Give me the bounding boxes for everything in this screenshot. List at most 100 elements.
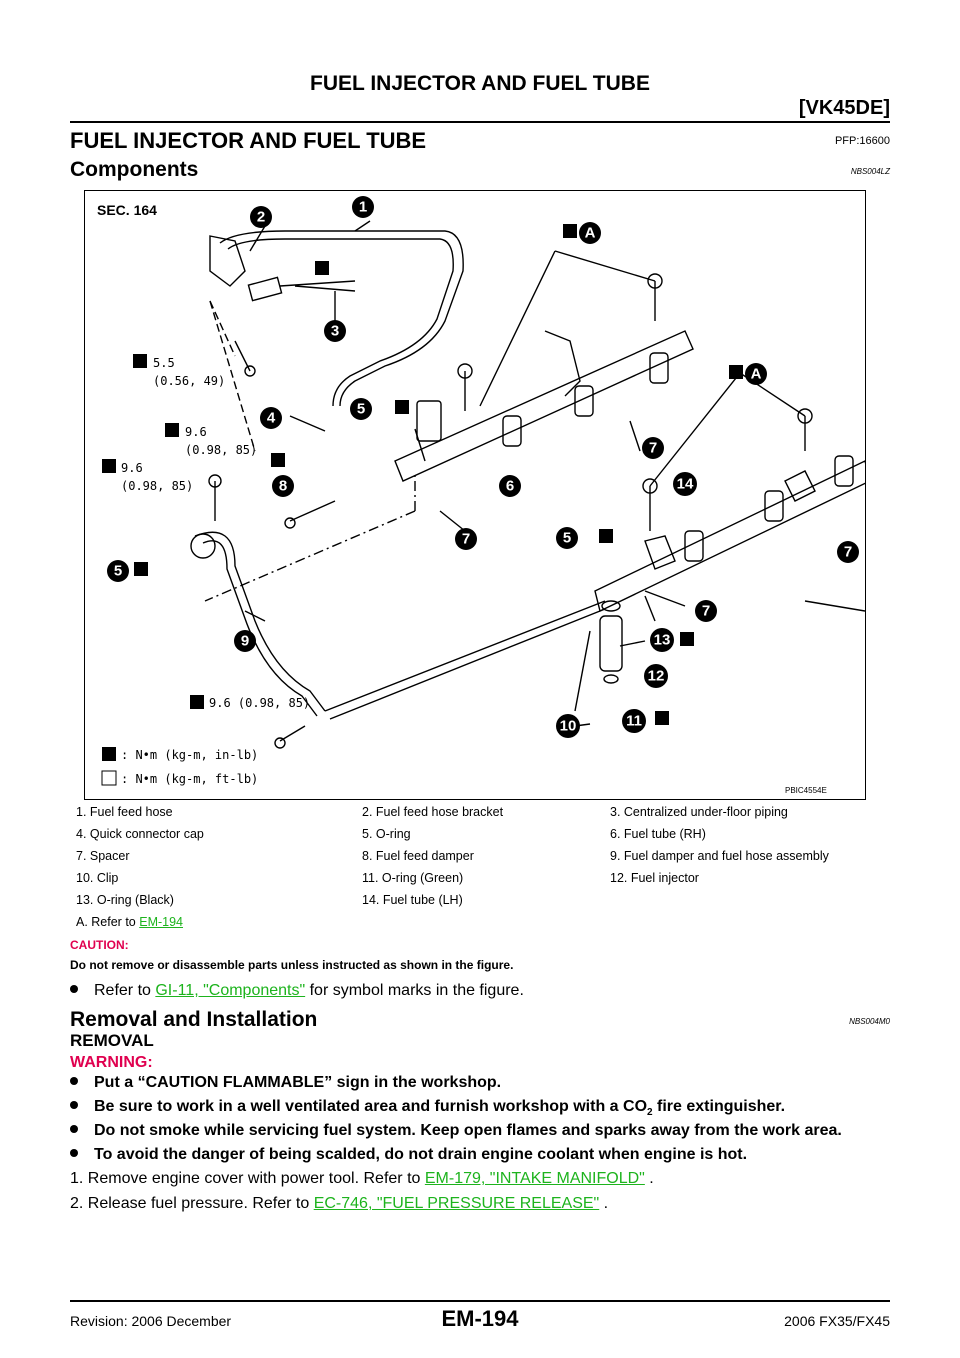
legend-item: 4. Quick connector cap: [76, 827, 204, 841]
svg-text:7: 7: [462, 531, 470, 548]
torque-2b: (0.98, 85): [185, 443, 257, 457]
callout-7d: 7: [695, 600, 717, 622]
callout-7c: 7: [837, 541, 859, 563]
components-heading: Components: [70, 158, 199, 181]
callout-a2: A: [745, 363, 767, 385]
bullet-icon: [70, 1100, 78, 1109]
callout-13: 13: [650, 628, 674, 652]
components-figure: 1 2 3 4 5 5 5 6 7 7 7 7 8 9 10 11 12 13 …: [84, 190, 871, 800]
callout-a1: A: [579, 222, 601, 244]
legend-item: 5. O-ring: [362, 827, 411, 841]
legend-item: 1. Fuel feed hose: [76, 805, 173, 819]
removal-subheading: REMOVAL: [70, 1031, 154, 1050]
svg-text:1: 1: [359, 199, 367, 216]
engine-code: [VK45DE]: [798, 97, 890, 119]
torque-3b: (0.98, 85): [121, 479, 193, 493]
legend-item: 12. Fuel injector: [610, 871, 699, 885]
caution-heading: CAUTION:: [70, 938, 129, 952]
footer-rule: [70, 1300, 890, 1302]
warning-text: Be sure to work in a well ventilated are…: [94, 1098, 648, 1115]
callout-7b: 7: [455, 528, 477, 550]
caution-text: Do not remove or disassemble parts unles…: [70, 958, 514, 972]
warning-item-4: To avoid the danger of being scalded, do…: [70, 1146, 747, 1164]
removal-code: NBS004M0: [849, 1017, 890, 1026]
components-code: NBS004LZ: [850, 167, 890, 176]
step-2: 2. Release fuel pressure. Refer to EC-74…: [70, 1195, 608, 1213]
callout-5c: 5: [107, 560, 129, 582]
em-194-link[interactable]: EM-194: [139, 915, 184, 929]
legend-item: 13. O-ring (Black): [76, 893, 174, 907]
legend-item: 6. Fuel tube (RH): [610, 827, 706, 841]
step-number: 2.: [70, 1195, 84, 1212]
callout-6: 6: [499, 475, 521, 497]
legend-item: 3. Centralized under-floor piping: [610, 805, 788, 819]
callout-5b: 5: [556, 527, 578, 549]
part-callouts: 1 2 3 4 5 5 5 6 7 7 7 7 8 9 10 11 12 13 …: [107, 196, 859, 738]
unit-legend-2: : N•m (kg-m, ft-lb): [121, 772, 258, 786]
legend-item-ref-a: A. Refer to EM-194: [76, 915, 183, 929]
section-title: FUEL INJECTOR AND FUEL TUBE: [70, 128, 427, 153]
legend-item: 11. O-ring (Green): [362, 871, 464, 885]
callout-11: 11: [622, 709, 646, 733]
svg-text:8: 8: [279, 478, 287, 495]
bullet-icon: [70, 1148, 78, 1157]
legend-item: 14. Fuel tube (LH): [362, 893, 463, 907]
warning-text-tail: fire extinguisher.: [652, 1098, 786, 1115]
removal-heading: Removal and Installation: [70, 1008, 318, 1031]
ec-746-link[interactable]: EC-746, "FUEL PRESSURE RELEASE": [313, 1195, 600, 1212]
symbol-marks: [101, 224, 743, 786]
svg-text:12: 12: [648, 668, 665, 685]
torque-2: 9.6: [185, 425, 207, 439]
callout-10: 10: [556, 714, 580, 738]
exploded-diagram: 1 2 3 4 5 5 5 6 7 7 7 7 8 9 10 11 12 13 …: [97, 196, 871, 795]
svg-text:5: 5: [357, 401, 365, 418]
callout-5a: 5: [350, 398, 372, 420]
page-header-title: FUEL INJECTOR AND FUEL TUBE: [310, 72, 650, 95]
torque-3: 9.6: [121, 461, 143, 475]
legend-item: 8. Fuel feed damper: [362, 849, 474, 863]
warning-item-3: Do not smoke while servicing fuel system…: [70, 1122, 842, 1140]
pfp-code: PFP:16600: [834, 135, 890, 147]
callout-7a: 7: [642, 437, 664, 459]
callout-14: 14: [673, 472, 697, 496]
callout-9: 9: [234, 630, 256, 652]
legend-item: 2. Fuel feed hose bracket: [362, 805, 504, 819]
bullet-icon: [70, 1124, 78, 1133]
gi-11-link[interactable]: GI-11, "Components": [155, 982, 306, 999]
refer-line: Refer to GI-11, "Components" for symbol …: [70, 982, 524, 1000]
svg-text:9: 9: [241, 633, 249, 650]
svg-text:2: 2: [257, 209, 265, 226]
svg-text:A: A: [751, 366, 762, 383]
svg-text:13: 13: [654, 632, 671, 649]
step-tail: .: [644, 1170, 654, 1187]
sec-label: SEC. 164: [97, 202, 157, 218]
torque-1: 5.5: [153, 356, 175, 370]
legend-item: 7. Spacer: [76, 849, 130, 863]
parts-legend: 1. Fuel feed hose 2. Fuel feed hose brac…: [76, 805, 896, 935]
svg-text:5: 5: [114, 563, 122, 580]
svg-text:7: 7: [649, 440, 657, 457]
legend-item: 10. Clip: [76, 871, 119, 885]
warning-text: To avoid the danger of being scalded, do…: [94, 1146, 748, 1163]
header-rule: [70, 121, 890, 123]
svg-text:14: 14: [677, 476, 694, 493]
svg-text:7: 7: [844, 544, 852, 561]
page-number: EM-194: [441, 1306, 519, 1331]
svg-text:A: A: [585, 225, 596, 242]
bullet-icon: [70, 984, 78, 993]
svg-text:4: 4: [267, 410, 276, 427]
torque-4: 9.6 (0.98, 85): [209, 696, 310, 710]
co2-subscript: 2: [647, 1107, 653, 1119]
callout-4: 4: [260, 407, 282, 429]
unit-legend-1: : N•m (kg-m, in-lb): [121, 748, 258, 762]
refer-prefix: Refer to: [94, 982, 156, 999]
model-name: 2006 FX35/FX45: [784, 1313, 890, 1329]
svg-text:3: 3: [331, 323, 339, 340]
legend-item: 9. Fuel damper and fuel hose assembly: [610, 849, 829, 863]
warning-item-2: Be sure to work in a well ventilated are…: [70, 1098, 785, 1118]
em-179-link[interactable]: EM-179, "INTAKE MANIFOLD": [424, 1170, 645, 1187]
step-number: 1.: [70, 1170, 84, 1187]
svg-text:10: 10: [560, 718, 577, 735]
bullet-icon: [70, 1076, 78, 1085]
callout-1: 1: [352, 196, 374, 218]
